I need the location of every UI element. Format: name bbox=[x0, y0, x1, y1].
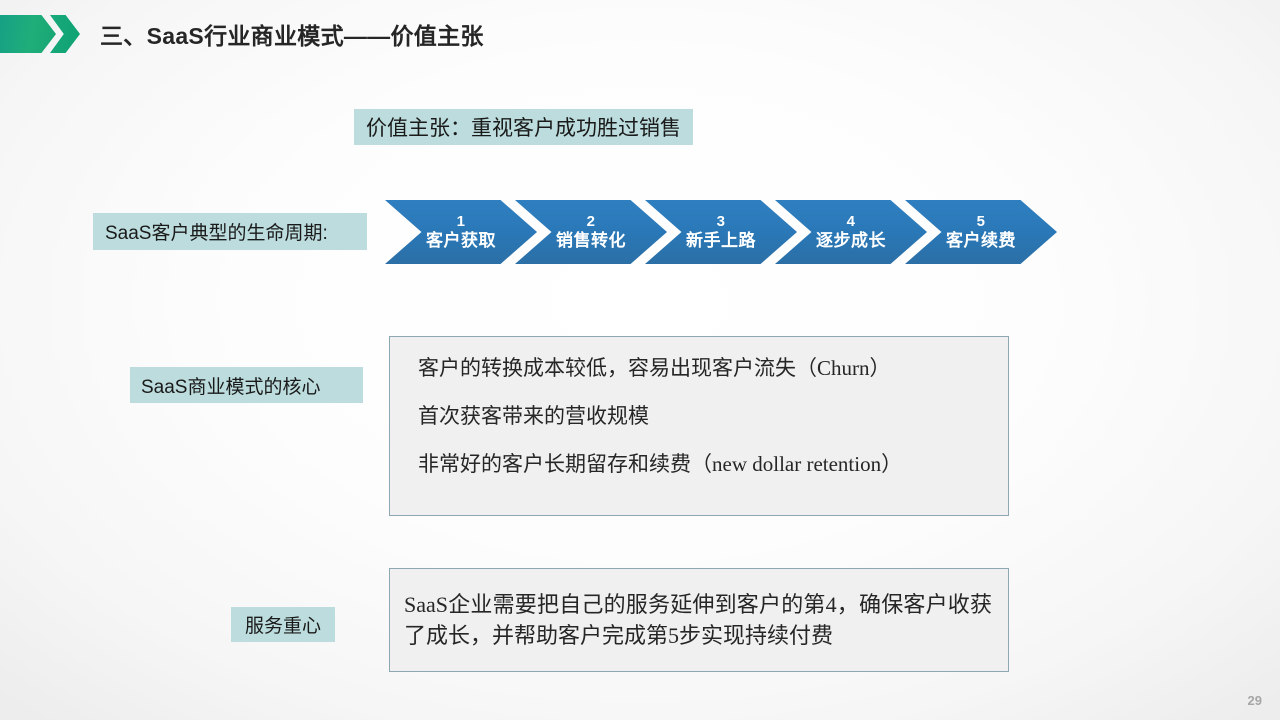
process-step-2-caption: 销售转化 bbox=[556, 231, 626, 250]
arrow-block-icon bbox=[0, 15, 56, 53]
process-step-3-number: 3 bbox=[716, 213, 726, 230]
page-title: 三、SaaS行业商业模式——价值主张 bbox=[100, 23, 484, 49]
process-step-4-caption: 逐步成长 bbox=[816, 231, 886, 250]
process-step-1-number: 1 bbox=[456, 213, 466, 230]
process-step-5-caption: 客户续费 bbox=[946, 231, 1016, 250]
core-model-box: 客户的转换成本较低，容易出现客户流失（Churn） 首次获客带来的营收规模 非常… bbox=[389, 336, 1009, 516]
service-focus-text: SaaS企业需要把自己的服务延伸到客户的第4，确保客户收获了成长，并帮助客户完成… bbox=[404, 592, 992, 648]
core-model-line-2: 首次获客带来的营收规模 bbox=[418, 404, 649, 428]
header-arrow-decoration bbox=[0, 15, 92, 53]
core-model-line-1: 客户的转换成本较低，容易出现客户流失（Churn） bbox=[418, 356, 891, 380]
core-model-line-3: 非常好的客户长期留存和续费（new dollar retention） bbox=[418, 452, 903, 476]
process-step-5[interactable]: 5 客户续费 bbox=[905, 200, 1057, 264]
core-model-label: SaaS商业模式的核心 bbox=[130, 367, 363, 403]
process-step-5-number: 5 bbox=[976, 213, 986, 230]
service-focus-box: SaaS企业需要把自己的服务延伸到客户的第4，确保客户收获了成长，并帮助客户完成… bbox=[389, 568, 1009, 672]
service-focus-label: 服务重心 bbox=[231, 607, 335, 642]
process-step-3-caption: 新手上路 bbox=[686, 231, 756, 250]
customer-lifecycle-process: 1 客户获取 2 销售转化 3 新手上路 4 逐步成长 5 客户续费 bbox=[385, 200, 1057, 264]
slide-header: 三、SaaS行业商业模式——价值主张 bbox=[0, 0, 1280, 68]
lifecycle-label: SaaS客户典型的生命周期: bbox=[93, 213, 367, 250]
process-step-4[interactable]: 4 逐步成长 bbox=[775, 200, 927, 264]
process-step-4-number: 4 bbox=[846, 213, 856, 230]
process-step-3[interactable]: 3 新手上路 bbox=[645, 200, 797, 264]
process-step-2[interactable]: 2 销售转化 bbox=[515, 200, 667, 264]
process-step-2-number: 2 bbox=[586, 213, 596, 230]
process-step-1[interactable]: 1 客户获取 bbox=[385, 200, 537, 264]
page-number: 29 bbox=[1247, 693, 1262, 708]
process-step-1-caption: 客户获取 bbox=[426, 231, 496, 250]
value-proposition-banner: 价值主张：重视客户成功胜过销售 bbox=[354, 109, 693, 145]
